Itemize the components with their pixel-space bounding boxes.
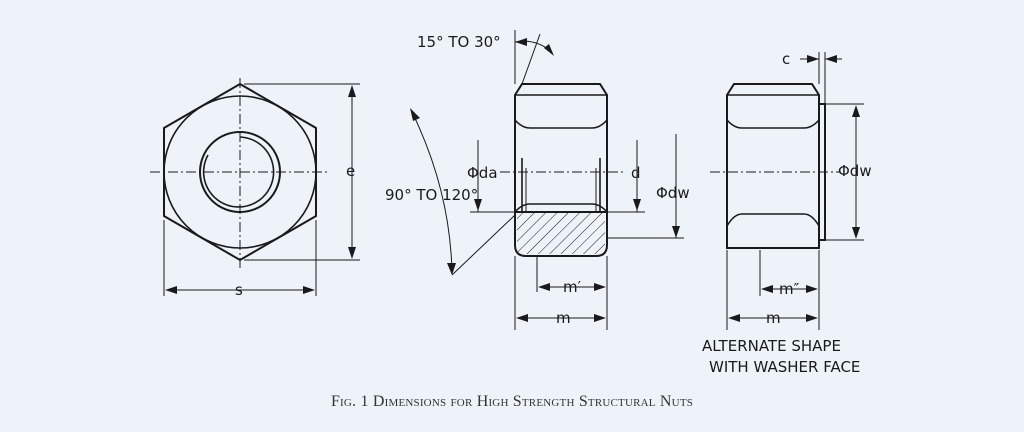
m-right-label: m bbox=[766, 309, 781, 327]
countersink-angle-arc bbox=[411, 111, 453, 273]
dw-mid-arrow bbox=[672, 226, 680, 238]
d-arrow bbox=[633, 199, 641, 211]
upper-flat-curve bbox=[514, 119, 608, 129]
nut-side-view: 15° TO 30° 90° TO 120° Φda d Φdw m′ bbox=[385, 30, 690, 330]
figure-caption: Fig. 1 Dimensions for High Strength Stru… bbox=[330, 393, 694, 410]
m-right-arrow-left bbox=[728, 314, 740, 322]
c-label: c bbox=[782, 50, 790, 68]
angle-top-label: 15° TO 30° bbox=[417, 33, 501, 51]
dw-right-arrow-bottom bbox=[852, 227, 860, 239]
chamfer-arrow-right bbox=[544, 44, 554, 56]
chamfer-ref-angled bbox=[521, 33, 541, 85]
da-arrow bbox=[474, 199, 482, 211]
c-arrow-right bbox=[825, 55, 837, 63]
alternate-shape-line1: ALTERNATE SHAPE bbox=[702, 337, 841, 355]
nut-alternate-view: c Φdw m″ m ALTERNATE SHAPE WITH WASHER F… bbox=[702, 50, 872, 376]
e-arrow-top bbox=[348, 85, 356, 97]
countersink-arrow-bottom bbox=[447, 263, 456, 275]
countersink-leader bbox=[451, 214, 516, 276]
s-arrow-left bbox=[165, 286, 177, 294]
alt-nut-outline bbox=[726, 83, 820, 249]
s-arrow-right bbox=[303, 286, 315, 294]
m-double-prime-arrow-left bbox=[761, 285, 773, 293]
m-double-prime-label: m″ bbox=[779, 280, 800, 298]
dw-mid-label: Φdw bbox=[656, 184, 690, 202]
chamfer-arrow-left bbox=[515, 38, 527, 46]
e-label: e bbox=[346, 162, 355, 180]
da-label: Φda bbox=[467, 164, 498, 182]
m-prime-label: m′ bbox=[563, 278, 582, 296]
middle-flat-curve bbox=[514, 203, 608, 213]
countersink-arrow-top bbox=[410, 108, 420, 121]
nut-side-outline bbox=[514, 83, 608, 257]
m-mid-arrow-left bbox=[516, 314, 528, 322]
thread-arc bbox=[202, 136, 275, 208]
alt-middle-flat-curve bbox=[726, 213, 820, 227]
hatched-section bbox=[517, 212, 605, 254]
m-mid-label: m bbox=[556, 309, 571, 327]
m-double-prime-arrow-right bbox=[806, 285, 818, 293]
dw-right-arrow-top bbox=[852, 105, 860, 117]
alt-upper-flat-curve bbox=[726, 119, 820, 129]
hex-nut-top-view: e s bbox=[150, 78, 360, 299]
angle-side-label: 90° TO 120° bbox=[385, 186, 478, 204]
s-label: s bbox=[235, 281, 243, 299]
d-label: d bbox=[631, 164, 641, 182]
dw-right-label: Φdw bbox=[838, 162, 872, 180]
m-right-arrow-right bbox=[806, 314, 818, 322]
e-arrow-bottom bbox=[348, 247, 356, 259]
m-prime-arrow-left bbox=[538, 283, 550, 291]
alternate-shape-line2: WITH WASHER FACE bbox=[709, 358, 860, 376]
m-mid-arrow-right bbox=[594, 314, 606, 322]
c-arrow-left bbox=[807, 55, 819, 63]
m-prime-arrow-right bbox=[594, 283, 606, 291]
